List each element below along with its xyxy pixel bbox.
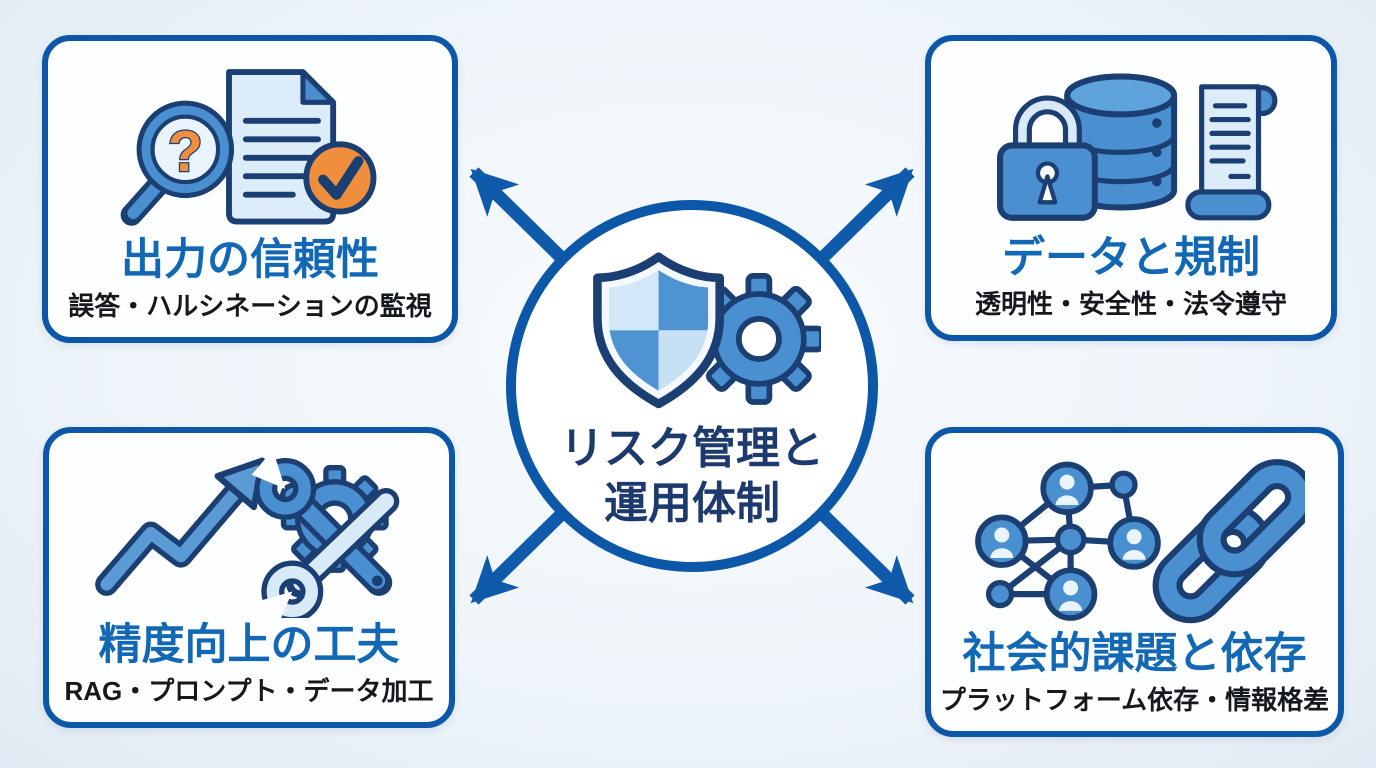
card-br-icon-area xyxy=(931,433,1338,632)
scroll-text-lines xyxy=(1209,102,1251,179)
card-subtitle: プラットフォーム依存・情報格差 xyxy=(939,685,1330,716)
card-title: 精度向上の工夫 xyxy=(98,621,400,670)
document-check-search-icon: ? xyxy=(120,68,377,226)
network-chain-link-icon xyxy=(974,458,1305,623)
card-title: 出力の信頼性 xyxy=(121,236,379,285)
card-tr-icon-area xyxy=(931,41,1331,236)
card-data-regulation: データと規制 透明性・安全性・法令遵守 xyxy=(925,35,1337,341)
chain-link-icon xyxy=(1152,458,1305,623)
lock-database-scroll-icon xyxy=(997,73,1278,221)
card-subtitle: 誤答・ハルシネーションの監視 xyxy=(68,291,432,322)
document-text-lines xyxy=(242,117,321,198)
wrench-light-icon xyxy=(255,488,400,619)
lock-icon xyxy=(997,95,1098,221)
person-nodes xyxy=(974,461,1161,621)
card-title: 社会的課題と依存 xyxy=(962,630,1307,679)
gear-icon xyxy=(692,272,821,405)
center-hub: リスク管理と 運用体制 xyxy=(506,200,878,572)
hub-label: リスク管理と 運用体制 xyxy=(560,421,824,532)
card-accuracy-improvement: 精度向上の工夫 RAG・プロンプト・データ加工 xyxy=(43,427,455,728)
card-subtitle: RAG・プロンプト・データ加工 xyxy=(64,676,434,707)
hub-label-line2: 運用体制 xyxy=(604,479,780,528)
hub-label-line1: リスク管理と xyxy=(560,423,824,473)
growth-arrow-icon xyxy=(95,457,266,597)
shield-gear-icon xyxy=(593,252,821,408)
card-subtitle: 透明性・安全性・法令遵守 xyxy=(974,289,1287,320)
card-bl-icon-area xyxy=(49,433,449,623)
scroll-icon xyxy=(1185,83,1278,221)
check-circle-icon xyxy=(303,141,377,215)
shield-icon xyxy=(593,252,725,408)
people-network-icon xyxy=(974,461,1161,621)
svg-text:?: ? xyxy=(168,120,203,184)
growth-arrow-tools-icon xyxy=(95,450,400,619)
card-title: データと規制 xyxy=(1002,234,1260,283)
card-tl-icon-area: ? xyxy=(48,41,452,238)
card-output-reliability: ? 出力の信頼性 誤答・ハルシネーションの監視 xyxy=(42,35,458,343)
magnifier-question-icon: ? xyxy=(120,100,235,226)
card-social-issues-dependence: 社会的課題と依存 プラットフォーム依存・情報格差 xyxy=(925,427,1344,737)
